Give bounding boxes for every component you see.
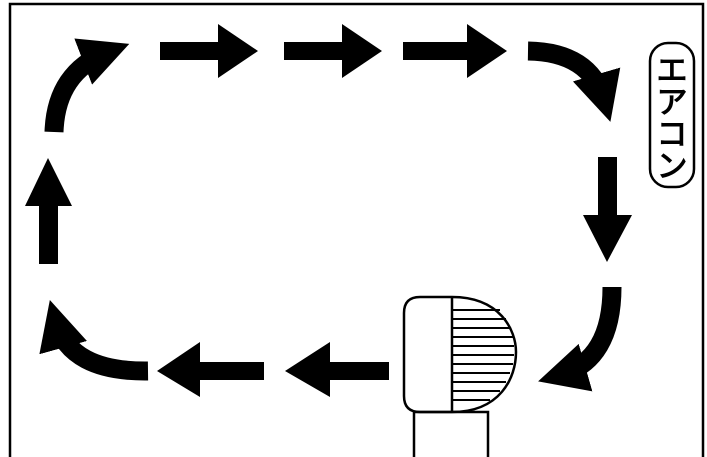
top-arrow-3: [403, 24, 507, 78]
aircon-label-char-1: エ: [657, 53, 688, 89]
fan-head: [402, 295, 518, 414]
bottom-arrow-1: [285, 342, 389, 397]
right-down-arrow: [583, 157, 632, 262]
top-arrow-1: [160, 24, 258, 78]
bottom-left-curve-arrow: [39, 300, 149, 381]
aircon-label-box: [648, 41, 696, 189]
left-up-arrow: [25, 158, 72, 264]
top-right-curve-arrow: [527, 41, 621, 122]
diagram-frame: [8, 2, 705, 457]
bottom-arrow-2: [157, 342, 264, 397]
bottom-right-curve-arrow: [538, 286, 622, 392]
aircon-label-char-2: ア: [657, 85, 688, 121]
aircon-label-char-4: ン: [657, 149, 688, 185]
top-left-curve-arrow: [44, 38, 130, 133]
top-arrow-2: [284, 24, 382, 78]
fan-grille-lines: [452, 309, 514, 401]
circulator-fan-icon: [402, 295, 518, 457]
aircon-label-char-3: コ: [657, 117, 688, 153]
fan-stand: [412, 410, 490, 457]
aircon-label: エ ア コ ン: [648, 41, 696, 189]
